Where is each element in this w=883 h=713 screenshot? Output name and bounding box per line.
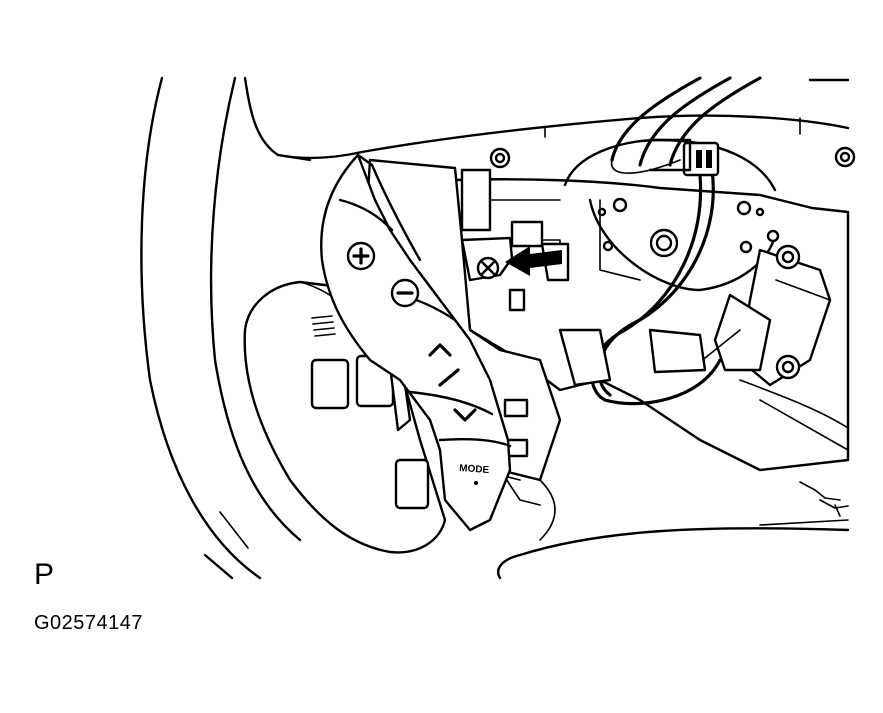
- steering-column-housing: [243, 76, 850, 162]
- lower-cable-stubs: [799, 481, 849, 517]
- view-letter-label: P: [34, 558, 55, 591]
- wheel-lower-spoke: [497, 519, 850, 580]
- steering-wheel-rim: [140, 76, 302, 580]
- right-mount-bracket: [689, 229, 832, 387]
- down-chevron-icon: [453, 408, 477, 422]
- figure-code-label: G02574147: [34, 612, 144, 634]
- mounting-screw-icon: [476, 256, 500, 280]
- removal-arrow-icon: [505, 246, 562, 276]
- plus-icon: [352, 247, 370, 265]
- mode-button-label: MODE: [459, 463, 490, 476]
- menu-lines-icon: [311, 315, 336, 337]
- center-select-bar: [438, 368, 460, 387]
- up-chevron-icon: [428, 343, 452, 357]
- mode-button-dot: [474, 481, 478, 485]
